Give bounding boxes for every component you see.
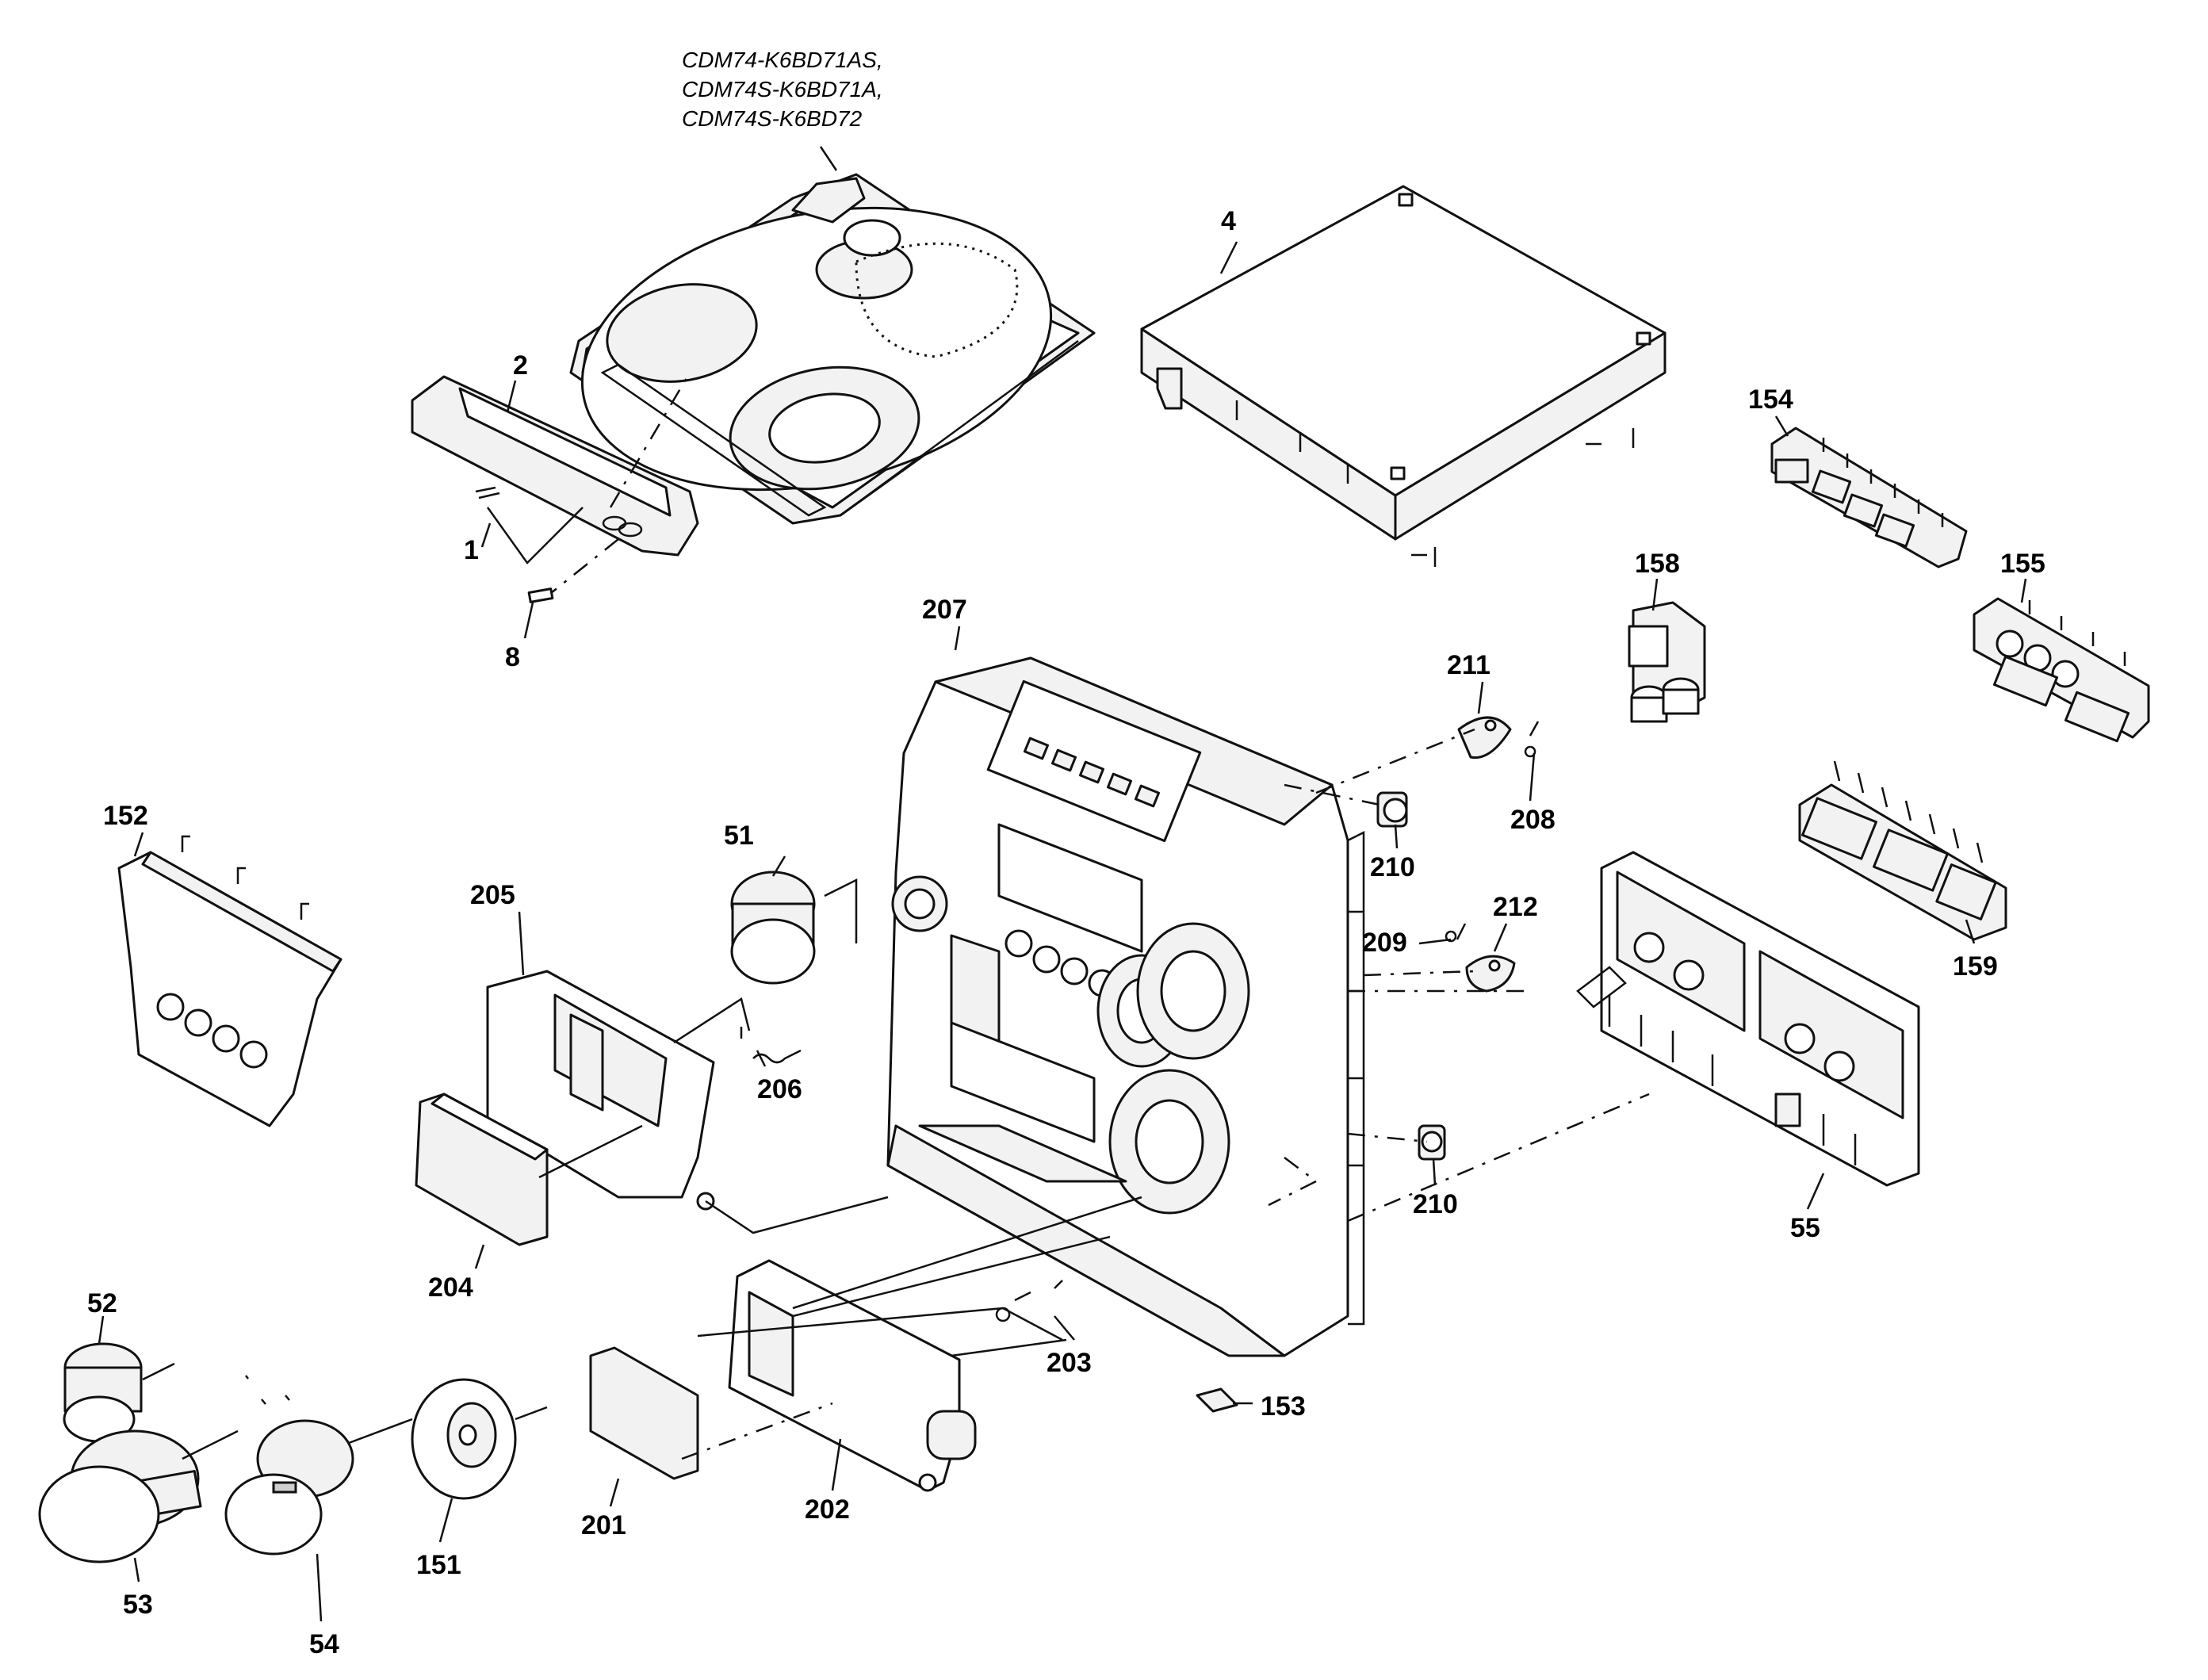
part-159-switch-block: [1798, 760, 2007, 941]
callout-205: 205: [470, 880, 515, 910]
model-label-block: CDM74-K6BD71AS, CDM74S-K6BD71A, CDM74S-K…: [682, 48, 883, 131]
part-211-lever: [1457, 716, 1512, 760]
part-208-spring: [1524, 721, 1540, 758]
callout-2: 2: [513, 350, 528, 381]
part-158-switch-block: [1628, 601, 1706, 723]
part-151-knob-ring: [411, 1378, 548, 1500]
model-leader-line: [819, 146, 838, 171]
callout-210-lower: 210: [1413, 1189, 1458, 1219]
part-155-switch-holder: [1973, 597, 2150, 743]
part-4-top-cover: [1140, 185, 1667, 567]
callout-152: 152: [103, 801, 148, 831]
cd-changer-mechanism: [569, 146, 1096, 525]
model-label-2: CDM74S-K6BD71A,: [682, 77, 883, 101]
callout-204: 204: [428, 1272, 473, 1303]
callout-210-upper: 210: [1370, 852, 1415, 882]
part-152-button-panel: [117, 835, 342, 1127]
callout-153: 153: [1261, 1391, 1306, 1422]
part-202-cassette-holder: [728, 1259, 977, 1492]
callout-52: 52: [87, 1288, 117, 1318]
part-209-spring: [1445, 923, 1467, 943]
callout-154: 154: [1748, 385, 1793, 415]
callout-151: 151: [416, 1550, 461, 1580]
part-206-spring: [740, 1027, 802, 1064]
part-154-switch-holder: [1770, 427, 1968, 568]
callout-209: 209: [1362, 928, 1407, 958]
part-153-foot: [1196, 1387, 1238, 1413]
part-210-spring-lower: [1418, 1124, 1446, 1161]
callout-158: 158: [1635, 549, 1680, 579]
part-55-circuit-board: [1576, 851, 1920, 1187]
part-53-knob: [38, 1429, 239, 1563]
callout-labels: 1 2 4 8 51 52 53 54 55 151 152 153 154 1…: [87, 206, 2045, 1659]
callout-206: 206: [757, 1074, 802, 1104]
part-212-lever: [1465, 955, 1516, 993]
part-203-spring: [995, 1280, 1063, 1322]
part-204-cassette-door: [415, 1093, 549, 1246]
callout-208: 208: [1510, 805, 1556, 835]
callout-54: 54: [309, 1629, 339, 1659]
callout-207: 207: [922, 595, 967, 625]
callout-1: 1: [464, 535, 479, 565]
callout-8: 8: [505, 642, 520, 672]
callout-51: 51: [724, 821, 754, 851]
callout-155: 155: [2000, 549, 2045, 579]
part-8-pin: [527, 587, 554, 603]
part-210-spring-upper: [1376, 791, 1408, 828]
callout-55: 55: [1790, 1213, 1820, 1243]
model-label-3: CDM74S-K6BD72: [682, 106, 863, 131]
callout-211: 211: [1447, 650, 1490, 680]
part-207-front-cabinet: [886, 656, 1365, 1357]
part-52-knob: [63, 1342, 175, 1443]
part-2-cd-tray-panel: [411, 375, 699, 557]
callout-202: 202: [805, 1494, 850, 1525]
part-51-knob: [730, 871, 858, 985]
callout-201: 201: [581, 1510, 626, 1540]
callout-leaders: [98, 241, 2027, 1622]
callout-53: 53: [123, 1590, 153, 1620]
callout-212: 212: [1493, 892, 1538, 922]
part-54-knob: [224, 1418, 413, 1556]
callout-159: 159: [1953, 951, 1998, 982]
callout-203: 203: [1047, 1348, 1092, 1378]
part-201-cassette-door: [589, 1346, 699, 1480]
part-205-cassette-holder: [486, 970, 715, 1211]
callout-4: 4: [1221, 206, 1236, 236]
part-1-screw: [475, 486, 500, 499]
model-label-1: CDM74-K6BD71AS,: [682, 48, 883, 72]
